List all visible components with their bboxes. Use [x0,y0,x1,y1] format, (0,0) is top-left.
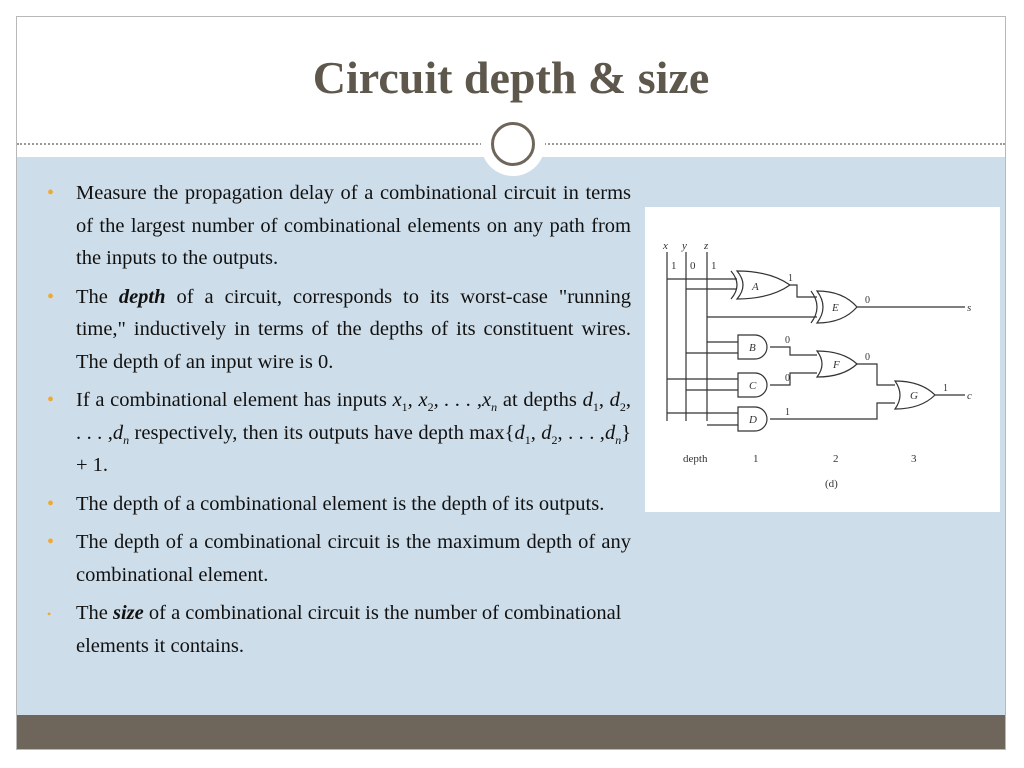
svg-text:x: x [662,240,668,252]
bullet-dot-icon: • [47,285,55,308]
ring-ornament-icon [481,112,545,176]
svg-text:1: 1 [671,260,677,272]
gate-B: B [749,342,756,354]
svg-text:0: 0 [865,352,870,363]
svg-text:s: s [967,302,971,314]
gate-C: C [749,380,757,392]
bullet-dot-icon: • [47,182,55,204]
gate-D: D [748,414,757,426]
svg-text:0: 0 [785,373,790,384]
svg-text:1: 1 [943,383,948,394]
svg-text:1: 1 [753,453,759,465]
bullet-item: • The depth of a circuit, corresponds to… [45,281,631,379]
svg-text:depth: depth [683,453,708,465]
gate-G: G [910,390,918,402]
svg-text:y: y [681,240,687,252]
bullet-item: • The depth of a combinational element i… [45,488,631,521]
bullet-dot-icon: • [47,607,52,621]
bullet-item: • If a combinational element has inputs … [45,384,631,482]
svg-text:(d): (d) [825,478,838,490]
svg-text:1: 1 [711,260,717,272]
gate-F: F [832,359,840,371]
svg-text:z: z [703,240,709,252]
bullet-dot-icon: • [47,492,55,515]
bullet-list: • Measure the propagation delay of a com… [45,177,631,668]
term-size: size [113,602,144,624]
svg-text:0: 0 [690,260,696,272]
gate-A: A [751,281,759,293]
svg-text:c: c [967,390,972,402]
slide-title: Circuit depth & size [312,52,710,103]
svg-text:0: 0 [785,335,790,346]
svg-text:1: 1 [785,407,790,418]
svg-text:0: 0 [865,295,870,306]
svg-text:3: 3 [911,453,917,465]
svg-text:2: 2 [833,453,839,465]
slide: Circuit depth & size • Measure the propa… [16,16,1006,750]
bullet-item: • The size of a combinational circuit is… [45,597,631,662]
bullet-item: • Measure the propagation delay of a com… [45,177,631,275]
bullet-item: • The depth of a combinational circuit i… [45,526,631,591]
circuit-figure: x y z 1 0 1 A E B C D F G 1 0 0 0 1 0 1 … [645,207,1000,512]
bullet-dot-icon: • [47,389,55,411]
gate-E: E [831,302,839,314]
term-depth: depth [118,285,166,308]
svg-text:1: 1 [788,273,793,284]
footer-bar [17,715,1005,749]
circuit-diagram: x y z 1 0 1 A E B C D F G 1 0 0 0 1 0 1 … [662,240,972,490]
bullet-dot-icon: • [47,531,55,553]
